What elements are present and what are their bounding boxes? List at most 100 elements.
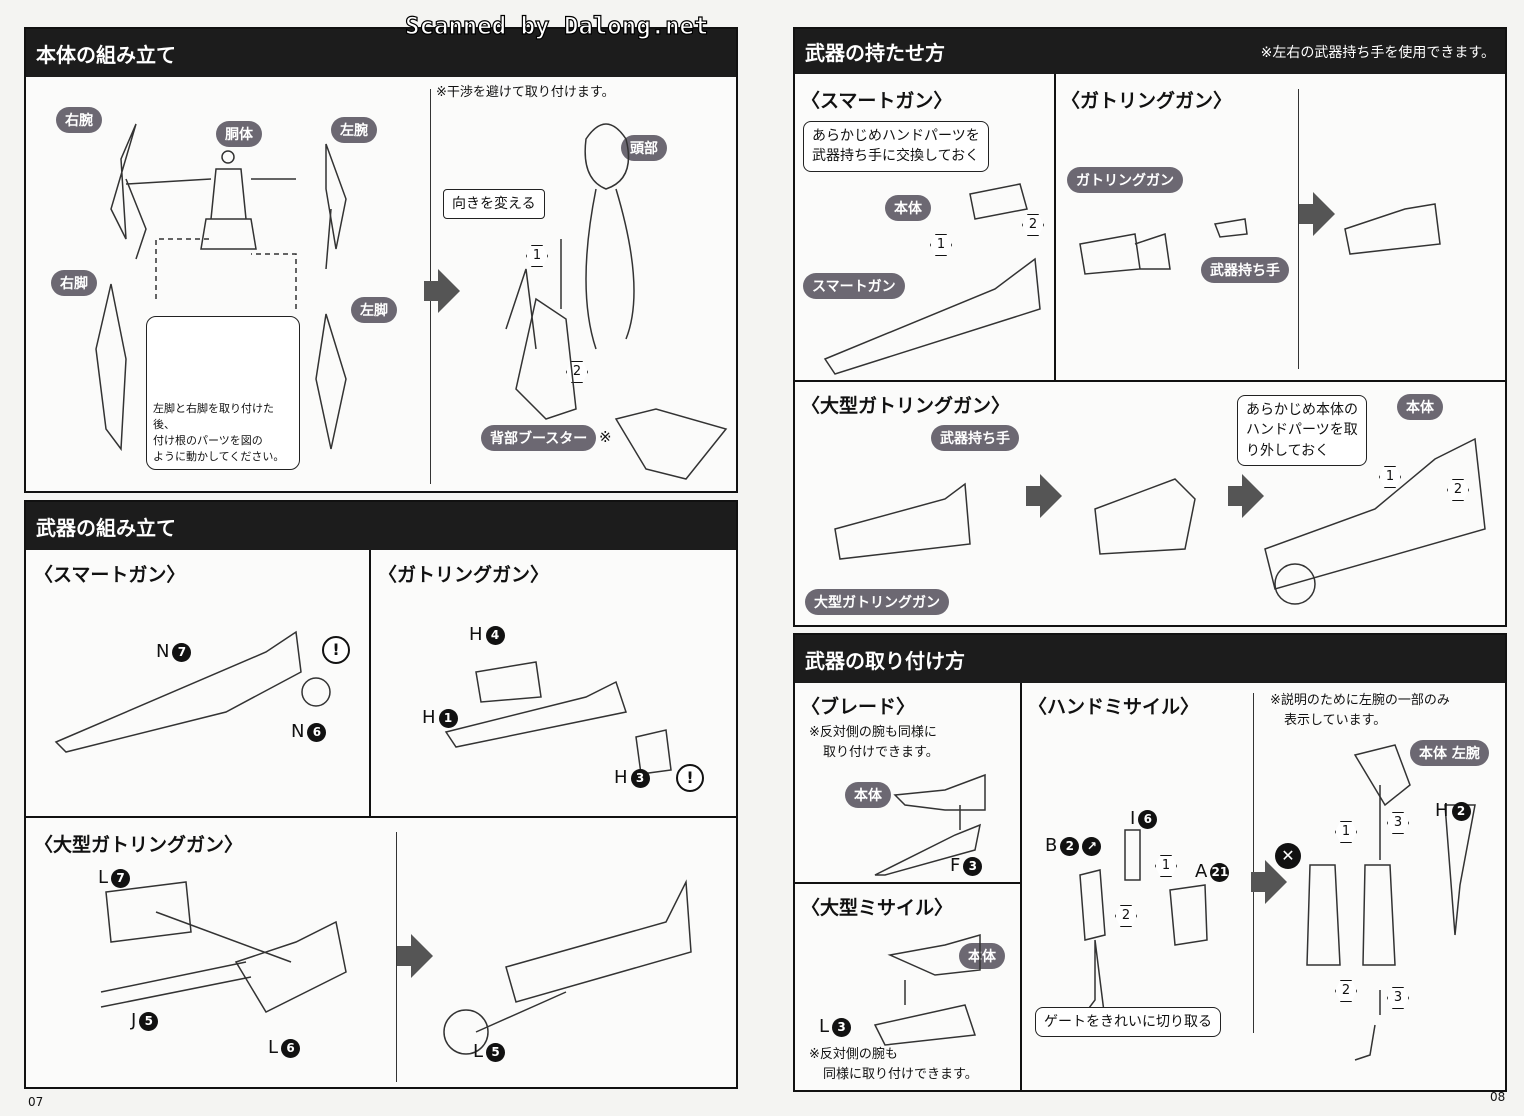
inset-note-line: 付け根のパーツを図の bbox=[153, 433, 263, 447]
partial-display-note: ※説明のために左腕の一部のみ表示しています。 bbox=[1270, 691, 1450, 730]
page-number-right: 08 bbox=[1490, 1090, 1506, 1104]
step-2: 2 bbox=[1447, 479, 1469, 501]
step-1: 1 bbox=[930, 234, 952, 256]
note-line: ※反対側の腕も同様に bbox=[809, 725, 937, 740]
large-missile-note: ※反対側の腕も同様に取り付けできます。 bbox=[809, 1045, 978, 1084]
panel-title: 武器の持たせ方 bbox=[805, 41, 945, 65]
label-body-left-arm: 本体 左腕 bbox=[1410, 740, 1489, 766]
weapon-holding-panel: 武器の持たせ方※左右の武器持ち手を使用できます。 〈スマートガン〉 あらかじめハ… bbox=[793, 27, 1507, 627]
callout-line: 武器持ち手に交換しておく bbox=[812, 148, 980, 165]
inset-note-line: ように動かしてください。 bbox=[153, 449, 285, 463]
weapon-mount-panel: 武器の取り付け方 〈ブレード〉 ※反対側の腕も同様に取り付けできます。 本体 F… bbox=[793, 633, 1507, 1092]
label-left-arm: 左腕 bbox=[331, 117, 377, 143]
callout-line: あらかじめ本体の bbox=[1246, 402, 1358, 418]
step-2: 2 bbox=[1115, 905, 1137, 927]
caution-icon: ! bbox=[322, 636, 350, 664]
divider bbox=[26, 816, 736, 818]
divider bbox=[1298, 89, 1299, 369]
hand-missile-heading: 〈ハンドミサイル〉 bbox=[1028, 696, 1200, 718]
note-line: 表示しています。 bbox=[1284, 712, 1387, 728]
step-3: 3 bbox=[1387, 812, 1409, 834]
inset-note-box: 左脚と右脚を取り付けた後、 付け根のパーツを図の ように動かしてください。 bbox=[146, 316, 300, 470]
step-2: 2 bbox=[1022, 214, 1044, 236]
note-line: 同様に取り付けできます。 bbox=[823, 1066, 978, 1082]
panel-header: 武器の取り付け方 bbox=[795, 635, 1505, 683]
label-body: 本体 bbox=[1397, 394, 1443, 420]
label-right-leg: 右脚 bbox=[51, 270, 97, 296]
step-2: 2 bbox=[1335, 980, 1357, 1002]
label-weapon-hand: 武器持ち手 bbox=[1201, 257, 1289, 283]
turn-label: 向きを変える bbox=[443, 189, 545, 220]
step-1: 1 bbox=[1379, 466, 1401, 488]
panel-title: 武器の取り付け方 bbox=[805, 648, 965, 673]
divider bbox=[1054, 74, 1056, 380]
gatling-heading: 〈ガトリングガン〉 bbox=[1061, 90, 1233, 112]
next-step-arrow bbox=[1026, 474, 1062, 518]
note-line: ※説明のために左腕の一部のみ bbox=[1270, 693, 1450, 708]
divider bbox=[795, 380, 1505, 382]
smart-gun-heading: 〈スマートガン〉 bbox=[34, 564, 186, 586]
incorrect-icon: ✕ bbox=[1275, 843, 1301, 869]
head-booster-drawing bbox=[505, 123, 728, 480]
interference-note: ※干渉を避けて取り付けます。 bbox=[436, 85, 615, 100]
callout-line: ハンドパーツを取 bbox=[1246, 422, 1358, 439]
label-smart-gun: スマートガン bbox=[803, 273, 905, 299]
blade-heading: 〈ブレード〉 bbox=[801, 696, 916, 718]
booster-mark: ※ bbox=[599, 428, 612, 446]
inset-note-line: 左脚と右脚を取り付けた後、 bbox=[153, 402, 274, 431]
divider bbox=[795, 882, 1020, 884]
label-right-arm: 右腕 bbox=[56, 107, 102, 133]
caution-icon: ! bbox=[676, 764, 704, 792]
gatling-heading: 〈ガトリングガン〉 bbox=[378, 564, 550, 586]
watermark: Scanned by Dalong.net bbox=[404, 11, 709, 40]
note-line: ※反対側の腕も bbox=[809, 1047, 898, 1062]
divider bbox=[1253, 693, 1254, 1033]
label-gatling-gun: ガトリングガン bbox=[1067, 167, 1183, 193]
step-1: 1 bbox=[526, 245, 548, 267]
gate-cut-icon: ↗ bbox=[1082, 836, 1102, 856]
panel-header: 武器の組み立て bbox=[26, 502, 736, 550]
label-torso: 胴体 bbox=[216, 121, 262, 147]
label-large-gatling-gun: 大型ガトリングガン bbox=[805, 589, 949, 615]
large-gatling-heading: 〈大型ガトリングガン〉 bbox=[34, 834, 244, 856]
next-step-arrow bbox=[397, 934, 433, 978]
next-step-arrow bbox=[1228, 474, 1264, 518]
label-body: 本体 bbox=[845, 782, 891, 808]
panel-title: 本体の組み立て bbox=[36, 42, 176, 67]
label-back-booster: 背部ブースター bbox=[481, 425, 597, 451]
next-step-arrow bbox=[1299, 192, 1335, 236]
label-body: 本体 bbox=[885, 195, 931, 221]
label-body: 本体 bbox=[959, 943, 1005, 969]
divider bbox=[396, 832, 397, 1082]
large-gatling-heading: 〈大型ガトリングガン〉 bbox=[801, 395, 1011, 417]
callout-line: り外しておく bbox=[1246, 442, 1330, 459]
panel-title: 武器の組み立て bbox=[36, 515, 176, 540]
next-step-arrow bbox=[1251, 860, 1287, 904]
smart-gun-callout: あらかじめハンドパーツを武器持ち手に交換しておく bbox=[803, 121, 989, 172]
large-missile-heading: 〈大型ミサイル〉 bbox=[801, 897, 954, 919]
step-1: 1 bbox=[1335, 821, 1357, 843]
panel-header: 武器の持たせ方※左右の武器持ち手を使用できます。 bbox=[795, 29, 1505, 74]
callout-line: あらかじめハンドパーツを bbox=[812, 128, 980, 144]
next-step-arrow bbox=[424, 269, 460, 313]
label-left-leg: 左脚 bbox=[351, 297, 397, 323]
panel-header: 本体の組み立て bbox=[26, 29, 736, 77]
label-weapon-hand: 武器持ち手 bbox=[931, 425, 1019, 451]
body-assembly-panel: 本体の組み立て 右腕 胴体 左腕 右脚 左脚 左脚と右脚を取り付けた後、 付け根… bbox=[24, 27, 738, 493]
body-parts-drawing bbox=[95, 123, 347, 452]
holding-drawing bbox=[823, 183, 1486, 605]
divider bbox=[369, 550, 371, 816]
